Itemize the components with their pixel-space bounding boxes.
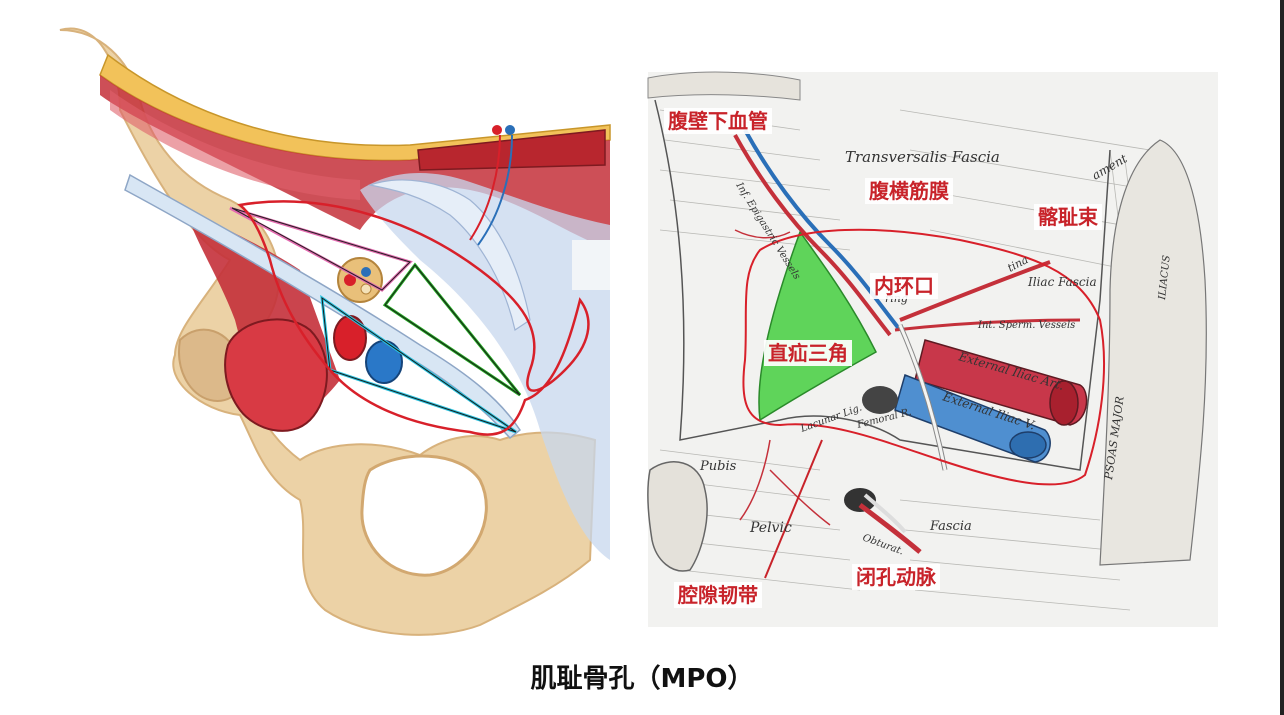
engraving-top-edge [647,71,801,101]
epigastric-vessel-course [469,134,501,241]
label-iliopubic-tract: 髂耻束 [1034,204,1102,230]
eng-pubis: Pubis [699,459,737,474]
eng-iliacus: ILIACUS [1157,255,1173,302]
inferior-epigastric-vein [743,129,902,332]
label-hesselbach-triangle: 直疝三角 [764,340,852,366]
spermatic-vessels [894,318,1081,332]
pubic-bone-section [647,461,708,572]
mpo-outline-left [237,200,590,436]
external-iliac-vein-end [1009,431,1047,459]
inguinal-ligament [124,173,522,440]
femoral-vein [365,340,403,384]
label-transversalis-fascia: 腹横筋膜 [865,178,953,204]
transversalis-sheet [360,172,610,561]
psoas-iliacus-band [1099,139,1207,566]
epigastric-vein-course [477,134,513,246]
obturator-nerve [863,493,907,534]
peritoneal-fold [367,179,531,331]
lacunar-leader-line [764,439,823,579]
cord-vein [361,267,371,277]
label-obturator-artery: 闭孔动脉 [852,564,940,590]
eng-transversalis: Transversalis Fascia [845,148,1000,166]
inferior-epigastric-artery [733,134,892,337]
femoral-artery [333,315,367,361]
eng-iliac-fascia: Iliac Fascia [1027,275,1097,289]
external-iliac-artery-end [1049,380,1079,426]
epigastric-branch-1 [734,229,791,239]
right-border [1280,0,1284,715]
abdominal-muscle [100,75,610,250]
cord-artery [344,274,356,286]
eng-int-sperm: Int. Sperm. Vessels [977,320,1075,331]
spermatic-vessels-2 [899,260,1051,322]
eng-fascia: Fascia [929,519,972,534]
label-lacunar-ligament: 腔隙韧带 [674,582,762,608]
femoral-ring [862,386,898,414]
epigastric-artery-dot [492,125,502,135]
vas-deferens-inner [898,324,947,471]
epigastric-vein-dot [505,125,515,135]
hesselbach-triangle-dark [384,264,521,396]
sartorius-stump [224,318,328,432]
obturator-canal [844,488,876,512]
fascia-outline [654,99,1111,471]
figure-caption: 肌耻骨孔（MPO） [530,664,754,694]
cord-vas [360,283,372,295]
label-inferior-epigastric-vessels: 腹壁下血管 [664,108,772,134]
external-iliac-artery [914,339,1088,426]
femoral-triangle-dark [321,296,517,433]
white-patch [572,240,610,290]
mpo-outline-right [742,228,1105,486]
hesselbach-triangle-green [758,230,877,422]
eng-pelvic: Pelvic [749,520,792,536]
inguinal-triangle-dark [231,207,411,291]
pelvic-branch-vessels [739,439,831,526]
left-anatomy-illustration [59,27,611,636]
right-anatomy-engraving: Transversalis Fascia Inf. Epigastric Ves… [647,71,1218,627]
muscle-fibers-highlight [110,90,360,200]
label-deep-inguinal-ring: 内环口 [870,273,938,299]
obturator-foramen [360,454,488,577]
obturator-artery [858,503,922,554]
